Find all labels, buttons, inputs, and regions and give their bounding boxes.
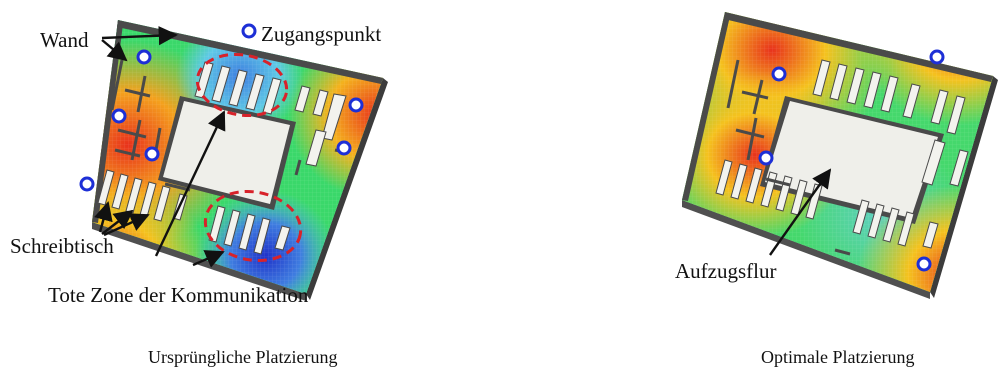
access-points-left	[79, 49, 364, 192]
dead-zone-outline	[195, 52, 289, 118]
desk-label: Schreibtisch	[10, 234, 114, 258]
access-point-icon	[771, 66, 787, 82]
wall-label: Wand	[40, 28, 89, 52]
access-point-icon	[336, 140, 352, 156]
central-core	[163, 101, 290, 204]
arrow-icon	[101, 209, 134, 235]
access-point-icon	[136, 49, 152, 65]
arrow-icon	[94, 201, 113, 233]
wall-segment	[117, 20, 383, 84]
access-point-icon	[348, 97, 364, 113]
arrow-icon	[103, 213, 150, 237]
caption-right: Optimale Platzierung	[761, 347, 915, 367]
arrow-icon	[192, 250, 225, 268]
access-point-icon	[916, 256, 932, 272]
elevator-hall-label: Aufzugsflur	[675, 259, 777, 283]
access-point-icon	[79, 176, 95, 192]
annotation-arrows-left	[94, 26, 226, 268]
wall-segment	[726, 59, 851, 256]
access-point-icon	[758, 150, 774, 166]
access-point-icon	[929, 49, 945, 65]
desk-row-top	[812, 59, 969, 187]
dead-zone-label: Tote Zone der Kommunikation	[48, 283, 309, 307]
arrow-icon	[101, 39, 128, 62]
desk-row-bottom	[97, 169, 291, 255]
access-point-label: Zugangspunkt	[261, 22, 382, 46]
access-point-icon	[111, 108, 127, 124]
arrow-icon	[769, 168, 832, 256]
desk-row-top	[194, 61, 347, 167]
central-core	[765, 101, 938, 218]
caption-left: Ursprüngliche Platzierung	[148, 347, 338, 367]
wall-segment	[110, 59, 346, 192]
access-point-icon	[144, 146, 160, 162]
access-points-right	[758, 49, 945, 272]
arrow-icon	[154, 110, 226, 257]
access-point-icon	[241, 23, 257, 39]
left-floor-plan	[79, 20, 388, 301]
wall-segment	[724, 12, 993, 82]
dead-zone-outline	[203, 189, 303, 263]
arrow-icon	[101, 26, 178, 46]
